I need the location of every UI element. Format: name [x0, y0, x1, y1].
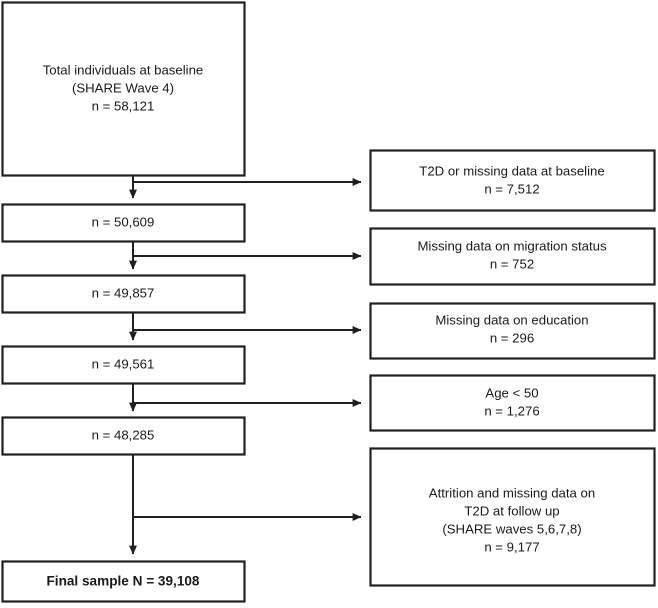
node-after-migration-line-0: n = 49,857	[92, 285, 155, 300]
node-excl-t2d-baseline[interactable]: T2D or missing data at baseline n = 7,51…	[369, 149, 656, 212]
node-excl-migration[interactable]: Missing data on migration status n = 752	[369, 227, 656, 286]
node-baseline[interactable]: Total individuals at baseline (SHARE Wav…	[1, 1, 246, 177]
node-excl-attrition[interactable]: Attrition and missing data on T2D at fol…	[369, 447, 656, 587]
node-final-sample[interactable]: Final sample N = 39,108	[1, 560, 246, 603]
exclusion-column: T2D or missing data at baseline n = 7,51…	[369, 149, 656, 587]
node-after-education-line-0: n = 49,561	[92, 356, 155, 371]
node-final-sample-line-0: Final sample N = 39,108	[46, 574, 199, 589]
node-excl-attrition-line-1: T2D at follow up	[464, 503, 559, 518]
node-baseline-line-1: (SHARE Wave 4)	[72, 80, 174, 95]
node-after-t2d-line-0: n = 50,609	[92, 214, 155, 229]
node-after-migration[interactable]: n = 49,857	[1, 274, 246, 314]
node-after-education[interactable]: n = 49,561	[1, 345, 246, 385]
node-excl-t2d-baseline-line-1: n = 7,512	[484, 181, 539, 196]
node-excl-attrition-line-3: n = 9,177	[484, 539, 539, 554]
node-excl-education[interactable]: Missing data on education n = 296	[369, 302, 656, 360]
node-excl-attrition-line-0: Attrition and missing data on	[429, 485, 595, 500]
node-excl-age[interactable]: Age < 50 n = 1,276	[369, 374, 656, 432]
node-after-age[interactable]: n = 48,285	[1, 416, 246, 456]
connector-layer	[129, 176, 362, 555]
node-excl-education-line-0: Missing data on education	[435, 312, 588, 327]
node-after-age-line-0: n = 48,285	[92, 427, 155, 442]
node-excl-age-line-1: n = 1,276	[484, 403, 539, 418]
node-excl-migration-line-1: n = 752	[490, 256, 534, 271]
node-excl-age-line-0: Age < 50	[485, 385, 538, 400]
node-excl-t2d-baseline-line-0: T2D or missing data at baseline	[419, 163, 604, 178]
node-excl-migration-line-0: Missing data on migration status	[417, 238, 607, 253]
main-column: Total individuals at baseline (SHARE Wav…	[1, 1, 246, 603]
node-baseline-line-0: Total individuals at baseline	[43, 62, 204, 77]
node-after-t2d[interactable]: n = 50,609	[1, 203, 246, 243]
node-excl-education-line-1: n = 296	[490, 330, 534, 345]
node-excl-attrition-line-2: (SHARE waves 5,6,7,8)	[442, 521, 581, 536]
node-baseline-line-2: n = 58,121	[92, 98, 155, 113]
